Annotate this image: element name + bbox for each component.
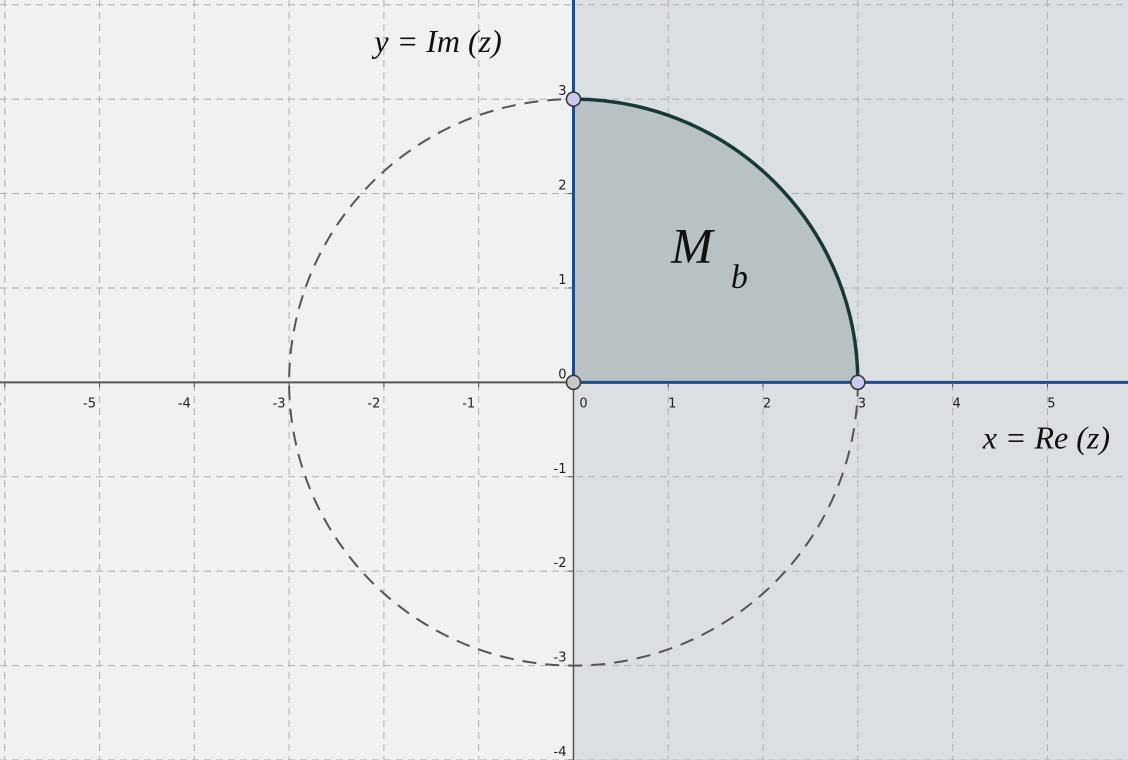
x-tick-label: -6 (0, 396, 1, 411)
x-tick-label: -5 (83, 396, 96, 411)
x-tick-label: -2 (367, 396, 380, 411)
x-tick-label: 1 (668, 396, 676, 411)
x-axis-title: x = Re (z) (982, 419, 1110, 455)
origin-point (565, 374, 582, 391)
y-axis-title: y = Im (z) (371, 23, 501, 59)
y-tick-label: -4 (554, 745, 567, 760)
x-tick-label: 5 (1047, 396, 1055, 411)
y-tick-label: -3 (554, 651, 567, 666)
y-tick-label: -1 (554, 462, 567, 477)
quarter-disk-region (573, 99, 858, 383)
x-tick-label: -4 (178, 396, 191, 411)
x-tick-label: 0 (579, 396, 587, 411)
tick-labels: -6 -5 -4 -3 -2 -1 0 1 2 3 4 5 -4 -3 -2 -1 0 1 2 3 (0, 84, 1056, 760)
region-label: M (670, 217, 715, 273)
region-label-subscript: b (731, 259, 748, 296)
x-tick-label: 2 (763, 396, 771, 411)
x-tick-label: -3 (273, 396, 286, 411)
points (565, 91, 866, 391)
y-tick-label: 1 (558, 273, 566, 288)
x-tick-label: 4 (952, 396, 960, 411)
y-tick-label: 2 (558, 179, 566, 194)
x-tick-label: -1 (462, 396, 475, 411)
y-tick-label: -2 (554, 556, 567, 571)
quarter-circle-arc (573, 97, 860, 383)
x-tick-label: 3 (858, 396, 866, 411)
point-0-3 (565, 91, 582, 107)
point-3-0 (850, 374, 866, 391)
y-tick-label: 3 (558, 84, 566, 99)
y-tick-label: 0 (558, 367, 566, 382)
